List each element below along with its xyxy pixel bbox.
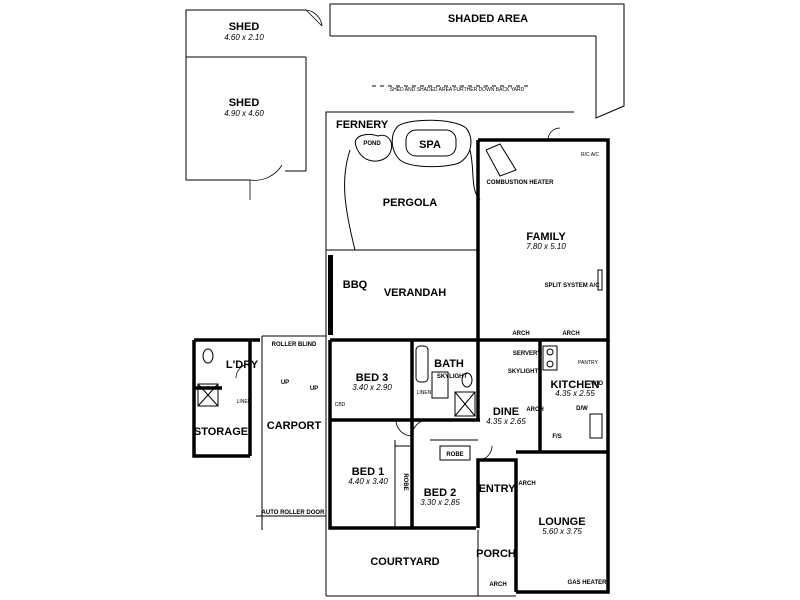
arch-porch-label: ARCH	[489, 582, 506, 588]
pergola-label: PERGOLA	[383, 197, 437, 209]
carport-label: CARPORT	[267, 420, 322, 432]
fernery-label: FERNERY	[336, 119, 389, 131]
doors	[235, 127, 561, 461]
bed2-label: BED 2	[424, 487, 456, 499]
shaded-area-outline	[329, 3, 625, 119]
entry-label: ENTRY	[479, 483, 517, 495]
arch-dine-label: ARCH	[526, 407, 543, 413]
cbd-label: CBD	[335, 402, 346, 408]
verandah-label: VERANDAH	[384, 287, 446, 299]
fixtures	[197, 143, 603, 461]
pantry-label: PANTRY	[578, 360, 598, 366]
robe-bed2-label: ROBE	[446, 452, 463, 458]
bbq-wall	[328, 255, 333, 335]
linen-laundry-label: LINEN	[237, 399, 252, 405]
dine-label: DINE	[493, 406, 519, 418]
dw-label: D/W	[576, 406, 588, 412]
interior-walls	[194, 340, 608, 528]
kitchen-label: KITCHEN	[551, 379, 600, 391]
storage-label: STORAGE	[194, 426, 248, 438]
bed1-label: BED 1	[352, 466, 384, 478]
bed1-dims: 4.40 x 3.40	[348, 477, 388, 486]
wo-label: W/O	[591, 381, 603, 387]
kitchen-dims: 4.35 x 2.55	[555, 389, 595, 398]
laundry-label: L'DRY	[226, 359, 259, 371]
bed2-dims: 3.30 x 2.85	[420, 498, 460, 507]
arch-family-right: ARCH	[562, 331, 579, 337]
arch-entry-label: ARCH	[518, 481, 535, 487]
bed3-label: BED 3	[356, 372, 388, 384]
bath-skylight-label: SKYLIGHT	[437, 374, 468, 380]
bbq-label: BBQ	[343, 279, 368, 291]
servery-label: SERVERY	[513, 351, 541, 357]
auto-roller-door-label: AUTO ROLLER DOOR	[262, 510, 326, 516]
courtyard-boundary	[325, 530, 516, 597]
shed-2-label: SHED	[229, 97, 260, 109]
house-walls	[192, 138, 610, 594]
courtyard-label: COURTYARD	[370, 556, 439, 568]
shed-2-dims: 4.90 x 4.60	[224, 109, 264, 118]
spa-shape	[391, 119, 472, 168]
backyard-note: SHED AND SHADED AREA FURTHER DOWN BACK Y…	[390, 87, 525, 93]
roller-blind-label: ROLLER BLIND	[272, 342, 317, 348]
rc-ac-label: R/C A/C	[581, 152, 599, 158]
pond-shape	[354, 133, 393, 162]
family-label: FAMILY	[526, 231, 566, 243]
linen-bath-label: LINEN	[417, 390, 432, 396]
porch-label: PORCH	[476, 548, 516, 560]
pergola-outline	[325, 111, 574, 340]
shaded-area-label: SHADED AREA	[448, 13, 528, 25]
up-label-left: UP	[281, 380, 289, 386]
fs-label: F/S	[552, 434, 561, 440]
shed-1-dims: 4.60 x 2.10	[224, 33, 264, 42]
up-label-right: UP	[310, 386, 318, 392]
split-system-label: SPLIT SYSTEM A/C	[544, 283, 600, 289]
pond-label: POND	[363, 141, 381, 147]
arch-family-left: ARCH	[512, 331, 529, 337]
shed-1-label: SHED	[229, 21, 260, 33]
bath-label: BATH	[434, 358, 464, 370]
dine-dims: 4.35 x 2.65	[486, 417, 526, 426]
combustion-heater-label: COMBUSTION HEATER	[487, 180, 555, 186]
family-dims: 7.80 x 5.10	[526, 242, 566, 251]
gas-heater-label: GAS HEATER	[568, 580, 608, 586]
lounge-label: LOUNGE	[538, 516, 585, 528]
shed-structure	[185, 9, 323, 200]
bed3-dims: 3.40 x 2.90	[352, 383, 392, 392]
spa-label: SPA	[419, 139, 441, 151]
dine-skylight-label: SKYLIGHT	[508, 369, 539, 375]
robe-bed1-label: ROBE	[402, 473, 408, 490]
lounge-dims: 5.60 x 3.75	[542, 527, 582, 536]
